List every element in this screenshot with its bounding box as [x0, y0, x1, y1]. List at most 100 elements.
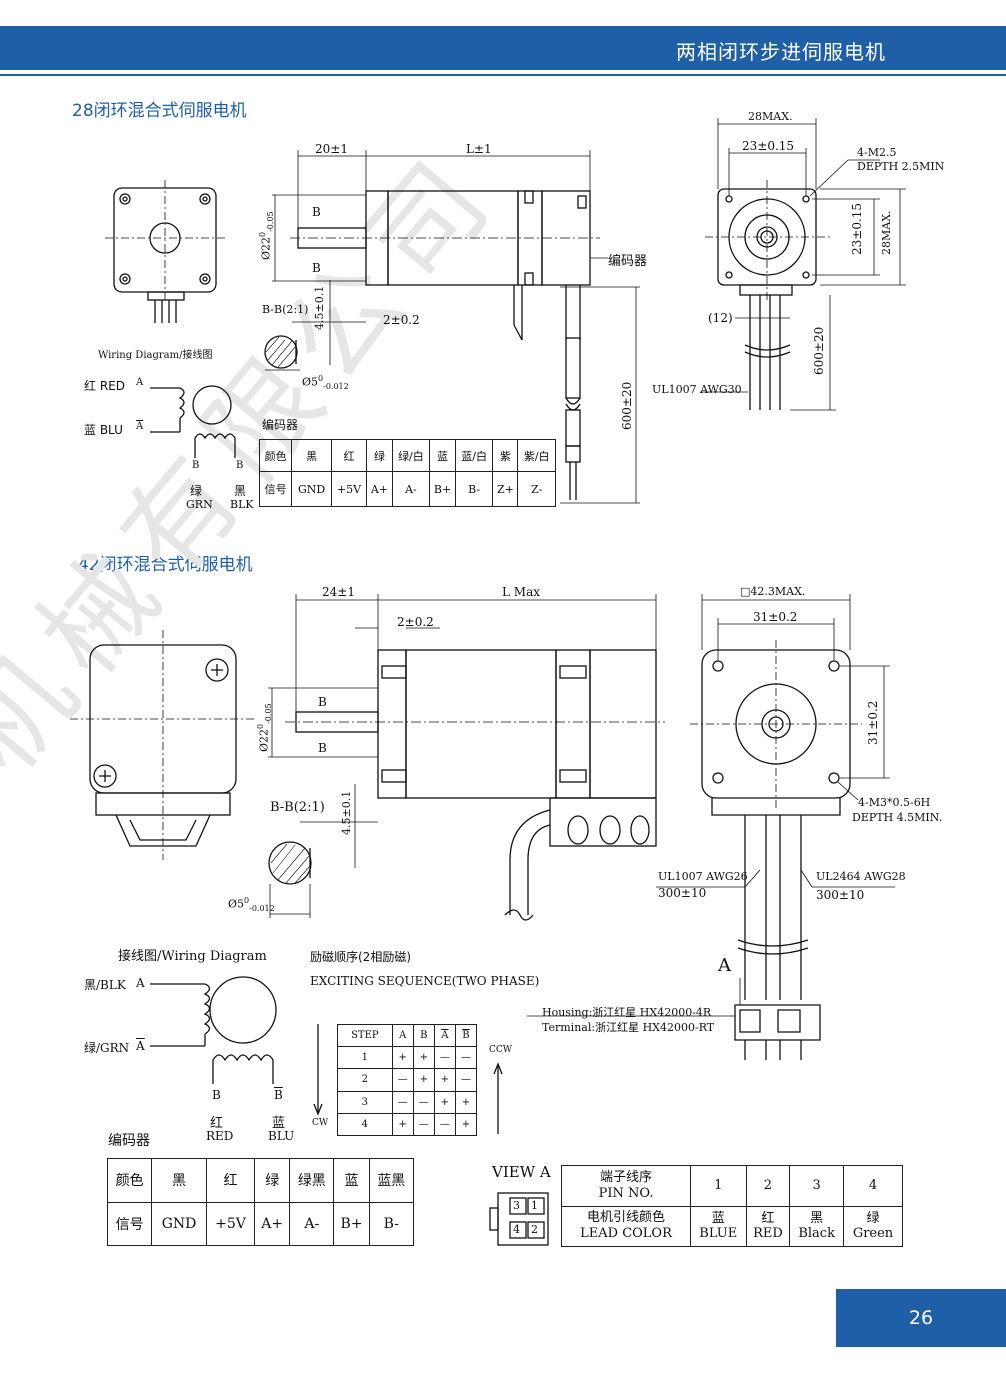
phase-bbar-42: B [274, 1088, 283, 1102]
header-title: 两相闭环步进伺服电机 [676, 40, 886, 64]
connector-pin-2: 2 [531, 1223, 538, 1236]
section-mark-b-28-bottom: B [312, 261, 321, 275]
enc42-h3: 绿 [254, 1158, 291, 1203]
step-r2-c3: + [433, 1068, 456, 1092]
phase-b-42: B [212, 1088, 221, 1102]
dim-28-lead-offset: (12) [708, 311, 733, 325]
step-r4-c4: + [454, 1112, 478, 1137]
encoder-table-42: 颜色 黑 红 绿 绿黑 蓝 蓝黑 信号 GND +5V A+ A- B+ B- [106, 1158, 415, 1246]
bb-section-42 [268, 841, 312, 918]
dim-42-lead-length-1: 300±10 [658, 886, 707, 900]
step-r1-c4: — [454, 1046, 478, 1070]
dim-42-depth: DEPTH 4.5MIN. [852, 811, 943, 824]
step-r3-c4: + [454, 1090, 478, 1114]
step-r4-c0: 4 [337, 1112, 393, 1137]
enc42-s1: GND [151, 1201, 207, 1246]
lead-color-3-cn: 黑 [810, 1211, 824, 1227]
enc28-h8: 紫/白 [517, 439, 556, 472]
section42-title: 42闭环混合式伺服电机 [78, 555, 253, 575]
wiring-title-28: Wiring Diagram/接线图 [98, 350, 213, 361]
dim-42-shaft-dia: Ø50-0.012 [228, 896, 275, 913]
connector-housing: Housing:浙江红星 HX42000-4R [542, 1006, 712, 1019]
phase-bbar-28: B [236, 460, 244, 471]
motor42-encoder-view [70, 630, 256, 860]
lead-color-4-cn: 绿 [866, 1211, 880, 1227]
step-r3-c3: + [433, 1090, 456, 1114]
connector-pin-1: 1 [531, 1199, 538, 1212]
ccw-label: CCW [489, 1045, 513, 1055]
phase-abar-42: A [136, 1039, 145, 1053]
enc42-s6: B- [368, 1201, 415, 1246]
step-r2-c4: — [454, 1068, 478, 1092]
section28-title: 28闭环混合式伺服电机 [72, 101, 247, 121]
connector-terminal: Terminal:浙江红星 HX42000-RT [542, 1021, 715, 1034]
motor28-front-view [105, 180, 225, 323]
dim-42-thread: 4-M3*0.5-6H [858, 796, 931, 809]
lead-color-1-en: BLUE [699, 1226, 738, 1242]
enc42-h0: 颜色 [106, 1158, 153, 1203]
bb-label-42: B-B(2:1) [270, 800, 325, 815]
enc28-s0: 信号 [258, 471, 293, 507]
view-a-title: VIEW A [492, 1163, 551, 1181]
lead-color-4-en: Green [852, 1226, 894, 1242]
bb-label-28: B-B(2:1) [262, 303, 309, 316]
step-r3-c0: 3 [337, 1090, 393, 1114]
lead-color-2-en: RED [753, 1226, 783, 1242]
page-number: 26 [836, 1289, 1006, 1347]
enc42-h1: 黑 [151, 1158, 207, 1203]
dim-42-flange: 2±0.2 [397, 615, 434, 629]
wire-blu-42-cn: 蓝 [272, 1116, 286, 1131]
wire-grn-28-en: GRN [186, 498, 213, 511]
view-a-marker: A [718, 955, 731, 976]
wiring-title-42: 接线图/Wiring Diagram [118, 949, 267, 964]
wire-blu-28: 蓝 BLU [84, 423, 123, 437]
exciting-title-en: EXCITING SEQUENCE(TWO PHASE) [310, 974, 540, 988]
motor28-side-view [290, 190, 600, 500]
bb-section-28 [264, 335, 300, 371]
motor42-side-view [285, 649, 665, 921]
phase-a-28: A [136, 377, 144, 388]
enc42-s4: A- [289, 1201, 335, 1246]
wiring-diagram-42 [150, 976, 277, 1084]
dim-42-body-length: L Max [502, 585, 540, 599]
enc42-h2: 红 [205, 1158, 256, 1203]
enc42-s2: +5V [205, 1201, 256, 1246]
step-r1-c1: + [391, 1046, 414, 1070]
dim-28-wire-spec: UL1007 AWG30 [652, 383, 742, 396]
step-r1-c0: 1 [337, 1046, 393, 1070]
dim-42-shaft-length: 24±1 [322, 585, 355, 599]
wire-red-42-en: RED [206, 1129, 234, 1143]
direction-arrows [313, 1024, 503, 1134]
enc42-s5: B+ [333, 1201, 370, 1246]
dim-42-pilot-dia: Ø220-0.05 [256, 703, 273, 752]
step-r3-c2: — [412, 1090, 435, 1114]
header-bar [0, 26, 1006, 70]
pin-no-4: 4 [842, 1165, 904, 1207]
connector-pin-3: 3 [513, 1199, 520, 1212]
wire-grn-28-cn: 绿 [190, 484, 203, 498]
phase-a-42: A [136, 976, 145, 990]
connector-pin-4: 4 [513, 1223, 520, 1236]
enc28-s8: Z- [517, 471, 556, 507]
motor42-right-view [690, 640, 862, 1060]
dim-28-max-width: 28MAX. [748, 110, 793, 123]
section-mark-b-42-top: B [318, 695, 327, 709]
section-mark-b-28-top: B [312, 205, 321, 219]
enc28-h3: 绿 [366, 439, 393, 472]
pin-no-1: 1 [690, 1165, 747, 1207]
encoder-callout-28: 编码器 [608, 254, 648, 269]
step-h2: B [412, 1023, 435, 1048]
dim-28-flat-depth: 2±0.2 [383, 313, 420, 327]
dim-42-vert-spacing: 31±0.2 [866, 700, 880, 745]
enc28-s2: +5V [330, 471, 368, 507]
enc42-s0: 信号 [106, 1201, 153, 1246]
dim-28-shaft-length: 20±1 [315, 142, 348, 156]
step-r4-c3: — [433, 1112, 456, 1137]
